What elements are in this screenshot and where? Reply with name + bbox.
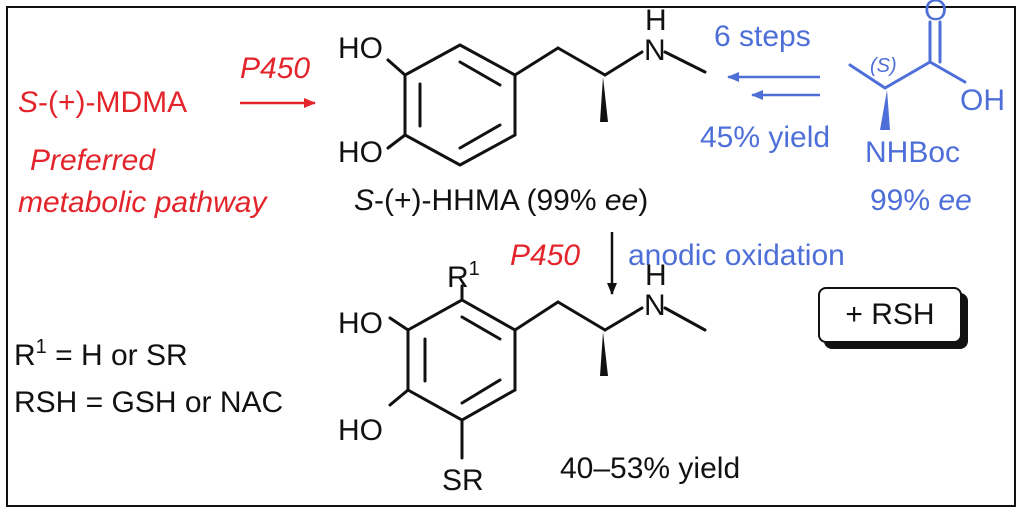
product-sr: SR	[442, 464, 484, 497]
pathway-line2: metabolic pathway	[18, 186, 268, 219]
product-nh-n: N	[644, 289, 666, 322]
boc-oh: OH	[960, 84, 1005, 117]
legend-r1: R1 = H or SR	[14, 336, 188, 372]
anodic-oxidation-label: anodic oxidation	[628, 239, 845, 272]
p450-label-lower: P450	[510, 239, 580, 272]
rsh-reagent-label: + RSH	[845, 298, 935, 331]
hhma-nh-n: N	[644, 34, 666, 67]
boc-alanine-structure	[848, 20, 967, 130]
hhma-label: S-(+)-HHMA (99% ee)	[354, 184, 648, 217]
boc-ee: 99% ee	[870, 184, 972, 217]
hhma-ho-top: HO	[338, 32, 383, 65]
product-r1: R1	[447, 258, 480, 294]
synthesis-steps: 6 steps	[714, 20, 811, 53]
synthesis-yield: 45% yield	[700, 121, 830, 154]
boc-carbonyl-o: O	[924, 0, 947, 27]
rsh-reagent-box: + RSH	[818, 287, 962, 343]
product-nh-h: H	[645, 259, 667, 292]
legend-rsh: RSH = GSH or NAC	[14, 386, 283, 419]
boc-nhboc: NHBoc	[865, 136, 960, 169]
mdma-label: S-(+)-MDMA	[18, 86, 187, 119]
hhma-ho-bottom: HO	[338, 136, 383, 169]
pathway-line1: Preferred	[30, 144, 156, 177]
p450-label-top: P450	[240, 52, 310, 85]
product-yield: 40–53% yield	[560, 452, 740, 485]
boc-stereo-label: (S)	[870, 55, 897, 77]
product-structure	[388, 284, 707, 460]
hhma-structure	[386, 43, 707, 167]
figure-frame	[6, 6, 1016, 507]
hhma-nh-h: H	[645, 4, 667, 37]
product-ho-bottom: HO	[338, 414, 383, 447]
product-ho-top: HO	[338, 307, 383, 340]
